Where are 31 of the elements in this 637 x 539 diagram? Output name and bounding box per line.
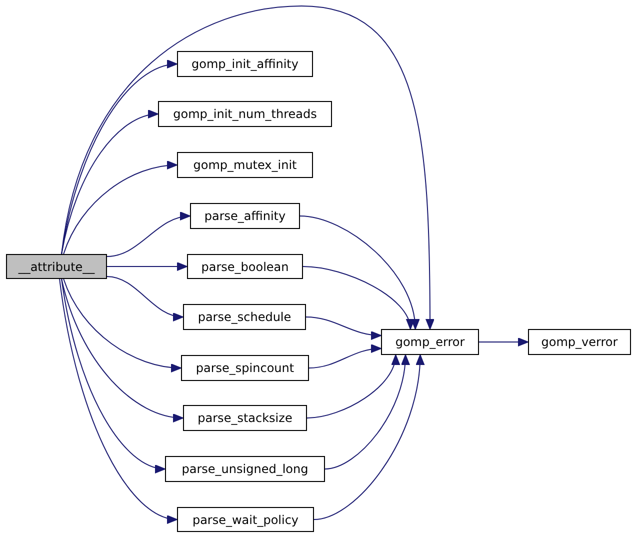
function-box: parse_wait_policy <box>177 507 314 532</box>
arrow <box>106 276 184 320</box>
function-box: parse_boolean <box>187 254 303 279</box>
arrow <box>306 316 382 340</box>
arrow <box>324 354 410 470</box>
arrow <box>63 278 182 372</box>
arrow <box>63 161 178 254</box>
function-box: __attribute__ <box>6 254 107 279</box>
function-box: gomp_verror <box>528 329 631 355</box>
arrow <box>302 266 414 330</box>
arrow <box>314 354 424 520</box>
arrow <box>61 110 158 254</box>
function-box: parse_stacksize <box>183 405 307 431</box>
function-box: parse_schedule <box>183 304 306 330</box>
function-box: parse_unsigned_long <box>165 456 325 482</box>
arrow <box>106 212 190 257</box>
arrow <box>306 354 399 418</box>
function-box: gomp_mutex_init <box>177 152 313 178</box>
arrow <box>61 6 434 330</box>
arrow <box>308 344 382 368</box>
arrow <box>478 338 528 346</box>
arrow <box>61 278 166 472</box>
arrow <box>61 278 184 422</box>
arrow <box>106 262 188 271</box>
arrow <box>300 216 419 330</box>
arrow <box>59 278 178 522</box>
function-box: gomp_error <box>381 329 479 355</box>
function-box: parse_spincount <box>181 355 309 381</box>
function-box: gomp_init_num_threads <box>158 101 332 127</box>
function-box: gomp_init_affinity <box>177 51 313 77</box>
function-box: parse_affinity <box>190 203 300 229</box>
